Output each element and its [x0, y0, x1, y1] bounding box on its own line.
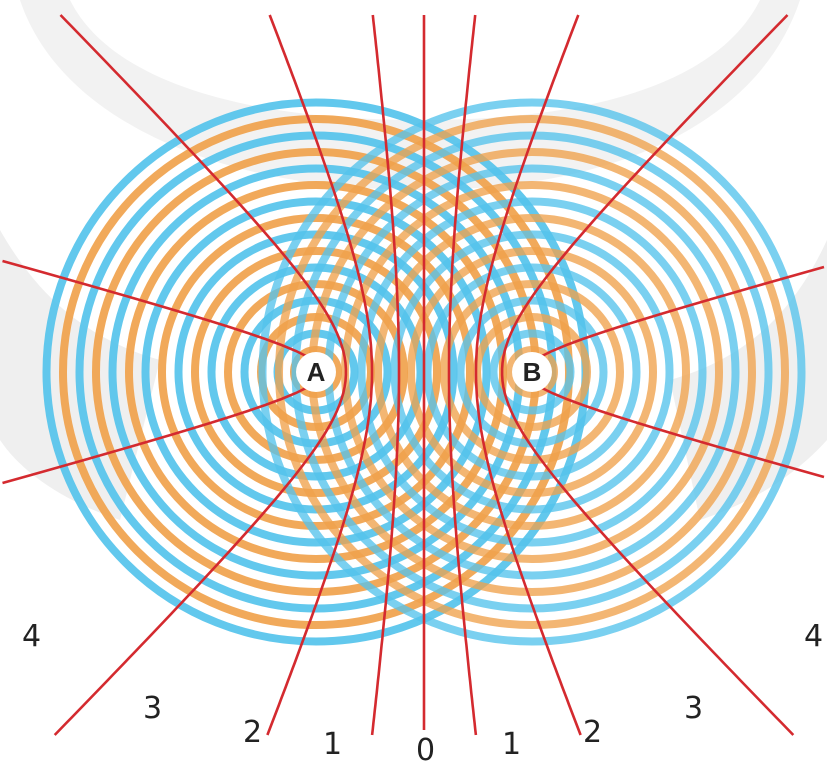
source-a: A: [296, 352, 336, 392]
nodal-line-left-1: [370, 14, 401, 736]
source-a-halo: [296, 352, 336, 392]
source-a-label: A: [307, 357, 326, 387]
source-a-ring-4: [240, 296, 392, 448]
source-b-ring-1: [506, 346, 558, 398]
order-label-left-3: 3: [143, 691, 162, 726]
source-a-ring-9: [158, 214, 474, 530]
source-a-ring-10: [141, 197, 491, 547]
source-b-ring-2: [489, 329, 575, 415]
order-label-left-2: 2: [243, 715, 262, 750]
source-b-ring-9: [374, 214, 690, 530]
source-b: B: [512, 352, 552, 392]
order-label-right-1: 1: [502, 727, 521, 762]
order-label-right-3: 3: [684, 691, 703, 726]
source-b-ring-5: [440, 280, 624, 464]
source-b-ring-6: [423, 263, 641, 481]
source-b-ring-7: [407, 247, 657, 497]
source-b-ring-4: [456, 296, 608, 448]
nodal-line-right-2: [474, 14, 582, 736]
order-label-center-0: 0: [416, 733, 435, 763]
source-b-ring-8: [390, 230, 674, 514]
order-label-left-1: 1: [323, 727, 342, 762]
order-label-right-4: 4: [804, 619, 823, 654]
source-b-ring-14: [291, 131, 773, 613]
source-b-ring-10: [357, 197, 707, 547]
order-label-right-2: 2: [583, 715, 602, 750]
source-b-label: B: [523, 357, 542, 387]
source-b-ring-15: [275, 115, 789, 629]
source-b-ring-16: [258, 98, 806, 646]
nodal-line-right-1: [447, 14, 478, 736]
nodal-line-right-3: [500, 14, 795, 736]
order-labels: 4 3 2 1 0 1 2 3 4: [22, 619, 823, 763]
nodal-line-left-3: [53, 14, 348, 736]
nodal-line-left-2: [266, 14, 374, 736]
source-b-halo: [512, 352, 552, 392]
order-label-left-4: 4: [22, 619, 41, 654]
source-a-ring-7: [191, 247, 441, 497]
